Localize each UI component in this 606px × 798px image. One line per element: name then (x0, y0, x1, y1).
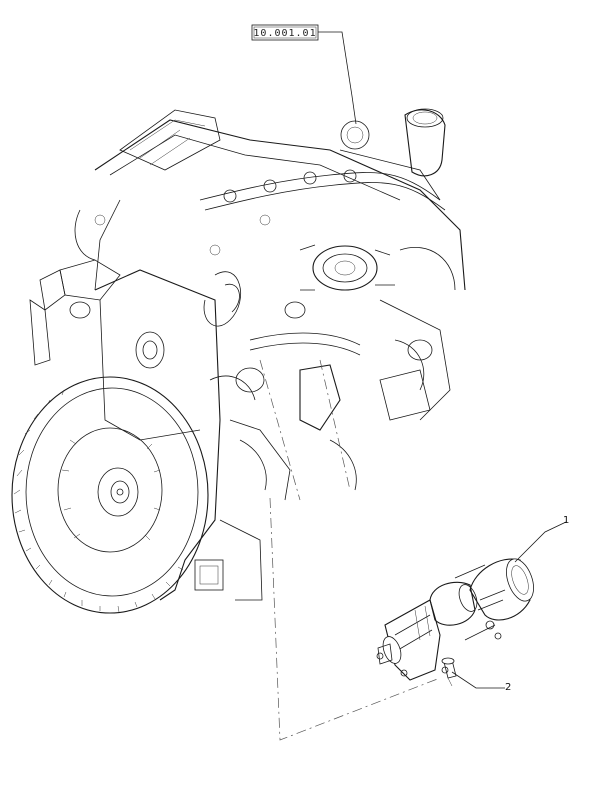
assembly-centerline (269, 497, 441, 741)
callout-1-label: 1 (563, 515, 569, 526)
engine-assembly (11, 108, 466, 614)
callout-2[interactable]: 2 (451, 671, 511, 693)
callout-1-leader (514, 521, 567, 563)
reference-box-label: 10.001.01 (253, 28, 316, 39)
callout-2-leader (451, 671, 505, 689)
starter-motor[interactable] (376, 555, 539, 681)
callout-2-label: 2 (505, 682, 511, 693)
reference-box[interactable]: 10.001.01 (251, 24, 319, 41)
flywheel-housing-outline (11, 376, 209, 614)
mounting-bolt[interactable] (441, 657, 457, 687)
reference-leader (318, 31, 357, 125)
callout-1[interactable]: 1 (514, 515, 569, 563)
